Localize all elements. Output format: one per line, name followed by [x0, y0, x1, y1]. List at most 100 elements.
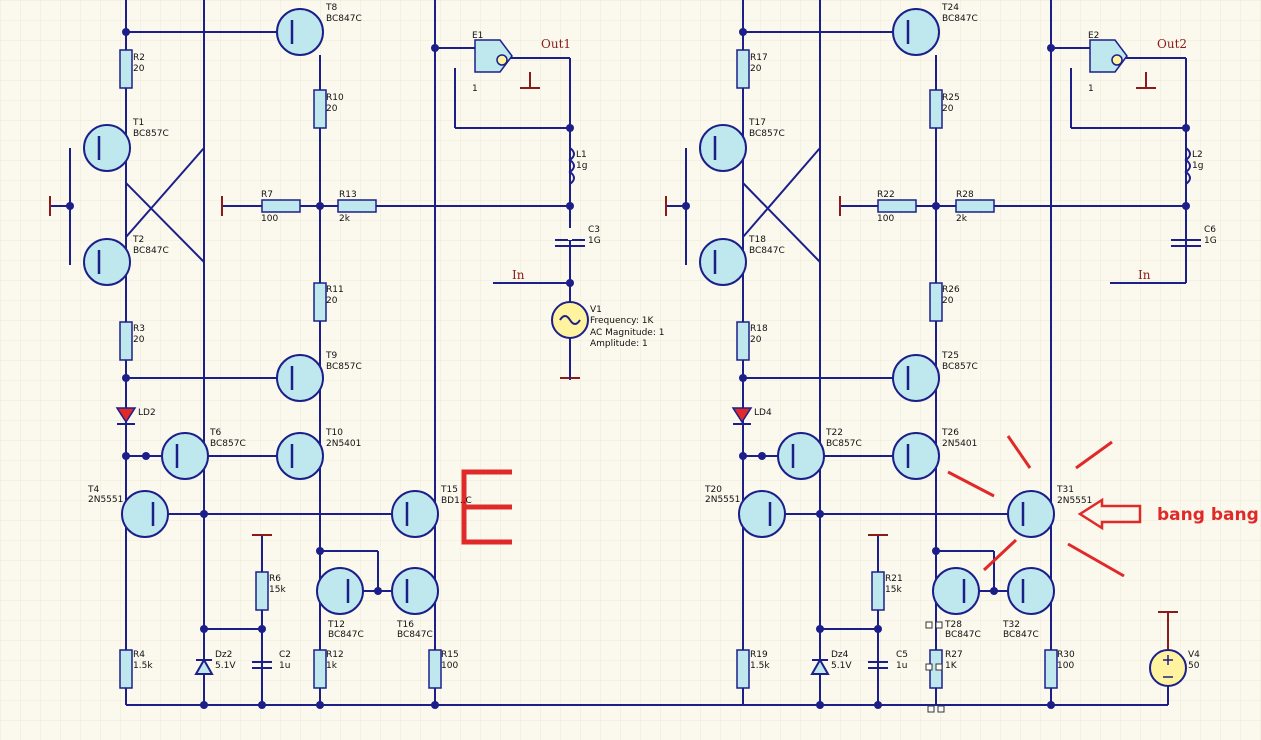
- t10-ref: T10: [325, 428, 343, 438]
- c2-ref: C2: [279, 650, 291, 660]
- dz4-ref: Dz4: [831, 650, 849, 660]
- t26-ref: T26: [941, 428, 959, 438]
- out2-net: Out2: [1157, 37, 1187, 51]
- t15-ref: T15: [440, 485, 458, 495]
- r10-ref: R10: [326, 93, 344, 103]
- t32-ref: T32: [1002, 620, 1020, 630]
- r26-value: 20: [942, 296, 954, 306]
- t8-part: BC847C: [326, 14, 362, 24]
- r2-ref: R2: [133, 53, 145, 63]
- c5-value: 1u: [896, 661, 907, 671]
- left-junctions: [66, 28, 574, 709]
- v1-frequency: Frequency: 1K: [590, 316, 654, 326]
- t17-ref: T17: [748, 118, 766, 128]
- r6-ref: R6: [269, 574, 281, 584]
- r30-ref: R30: [1057, 650, 1075, 660]
- t20-part: 2N5551: [705, 495, 740, 505]
- e2-ref: E2: [1088, 31, 1099, 41]
- t28-part: BC847C: [945, 630, 981, 640]
- r3-value: 20: [133, 335, 145, 345]
- t1-ref: T1: [132, 118, 144, 128]
- v1-amplitude: Amplitude: 1: [590, 339, 648, 349]
- t1-part: BC857C: [133, 129, 169, 139]
- red-annotation-marks: [461, 435, 1142, 578]
- l2-value: 1g: [1192, 161, 1203, 171]
- r18-value: 20: [750, 335, 762, 345]
- t31-ref: T31: [1056, 485, 1074, 495]
- r7-value: 100: [261, 214, 278, 224]
- right-misc: [731, 39, 1201, 713]
- t31-part: 2N5551: [1057, 496, 1092, 506]
- c5-ref: C5: [896, 650, 908, 660]
- v1-ref: V1: [590, 305, 602, 315]
- t28-ref: T28: [944, 620, 962, 630]
- c3-value: 1G: [588, 236, 601, 246]
- l1-ref: L1: [576, 150, 587, 160]
- r11-value: 20: [326, 296, 338, 306]
- r17-ref: R17: [750, 53, 768, 63]
- r10-value: 20: [326, 104, 338, 114]
- t12-part: BC847C: [328, 630, 364, 640]
- t12-ref: T12: [327, 620, 345, 630]
- t4-part: 2N5551: [88, 495, 123, 505]
- t9-part: BC857C: [326, 362, 362, 372]
- t17-part: BC857C: [749, 129, 785, 139]
- t2-part: BC847C: [133, 246, 169, 256]
- t2-ref: T2: [132, 235, 144, 245]
- t25-part: BC857C: [942, 362, 978, 372]
- e2-gain: 1: [1088, 84, 1094, 94]
- r28-ref: R28: [956, 190, 974, 200]
- c6-value: 1G: [1204, 236, 1217, 246]
- l2-ref: L2: [1192, 150, 1203, 160]
- t22-ref: T22: [825, 428, 843, 438]
- r22-value: 100: [877, 214, 894, 224]
- in-net-left: In: [512, 268, 525, 282]
- r13-ref: R13: [339, 190, 357, 200]
- e1-ref: E1: [472, 31, 483, 41]
- l1-value: 1g: [576, 161, 587, 171]
- e1-gain: 1: [472, 84, 478, 94]
- r25-ref: R25: [942, 93, 960, 103]
- left-transistors: [83, 8, 439, 615]
- r19-ref: R19: [750, 650, 768, 660]
- left-labels: T8 BC847C T1 BC857C T2 BC847C T9 BC857C …: [87, 3, 664, 671]
- right-junctions: [682, 28, 1190, 709]
- bang-bang-annotation: bang bang: [1157, 505, 1259, 525]
- r18-ref: R18: [750, 324, 768, 334]
- dz2-ref: Dz2: [215, 650, 232, 660]
- out1-net: Out1: [541, 37, 571, 51]
- right-transistors: [699, 8, 1055, 615]
- t6-part: BC857C: [210, 439, 246, 449]
- r26-ref: R26: [942, 285, 960, 295]
- t25-ref: T25: [941, 351, 959, 361]
- r11-ref: R11: [326, 285, 344, 295]
- t18-ref: T18: [748, 235, 766, 245]
- r27-value: 1K: [945, 661, 958, 671]
- c2-value: 1u: [279, 661, 290, 671]
- r30-value: 100: [1057, 661, 1074, 671]
- r15-value: 100: [441, 661, 458, 671]
- r2-value: 20: [133, 64, 145, 74]
- r19-value: 1.5k: [750, 661, 770, 671]
- v4-value: 50: [1188, 661, 1200, 671]
- t26-part: 2N5401: [942, 439, 977, 449]
- t16-ref: T16: [396, 620, 414, 630]
- t18-part: BC847C: [749, 246, 785, 256]
- t24-ref: T24: [941, 3, 959, 13]
- left-misc: [115, 39, 589, 675]
- in-net-right: In: [1138, 268, 1151, 282]
- t6-ref: T6: [209, 428, 221, 438]
- t8-ref: T8: [325, 3, 337, 13]
- dz2-value: 5.1V: [215, 661, 236, 671]
- c6-ref: C6: [1204, 225, 1216, 235]
- r22-ref: R22: [877, 190, 895, 200]
- left-resistors: [119, 49, 442, 689]
- t24-part: BC847C: [942, 14, 978, 24]
- dz4-value: 5.1V: [831, 661, 852, 671]
- r28-value: 2k: [956, 214, 968, 224]
- t16-part: BC847C: [397, 630, 433, 640]
- r25-value: 20: [942, 104, 954, 114]
- r21-value: 15k: [885, 585, 902, 595]
